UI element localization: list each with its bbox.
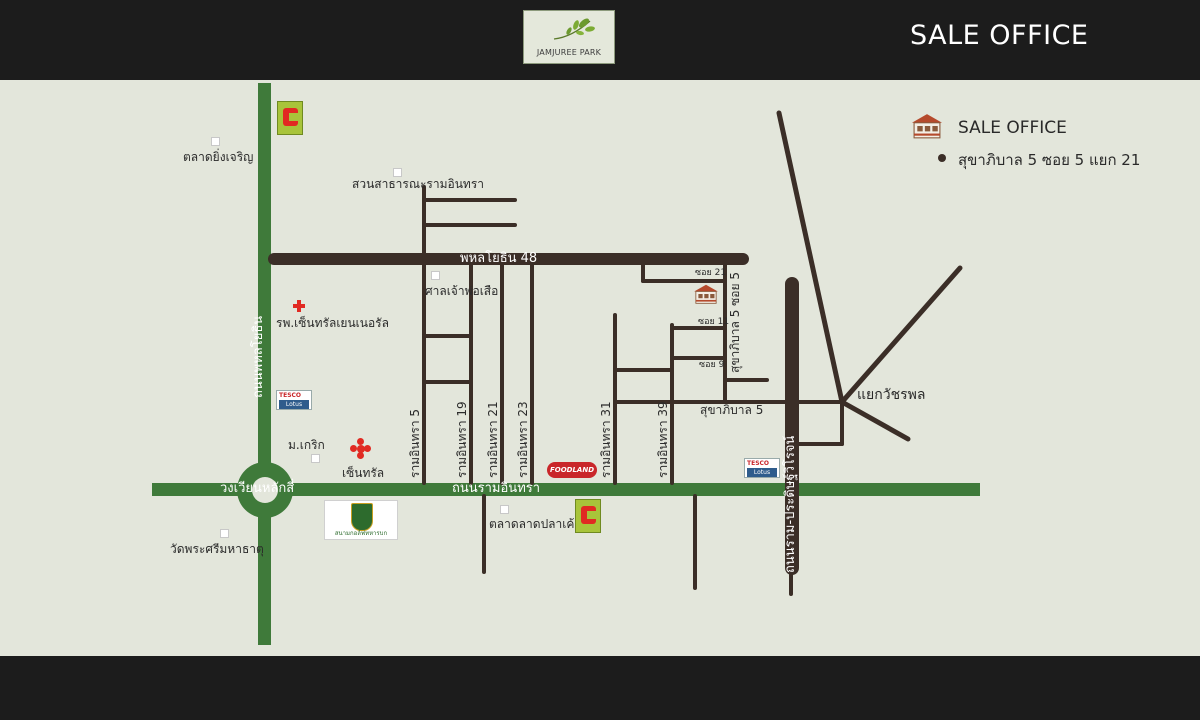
leaf-branch-icon xyxy=(553,18,595,40)
poi-marker[interactable] xyxy=(431,271,440,280)
tesco-lotus-logo[interactable]: TESCO Lotus xyxy=(276,390,312,410)
road-label-sukhaphiban-5: สุขาภิบาล 5 xyxy=(700,403,764,417)
place-central: เซ็นทรัล xyxy=(342,466,385,480)
road-label-soi-23: รามอินทรา 23 xyxy=(516,401,530,478)
road-label-soi-21: รามอินทรา 21 xyxy=(486,401,500,478)
tesco-lotus-logo[interactable]: TESCO Lotus xyxy=(744,458,780,478)
sale-office-legend-icon xyxy=(911,114,943,139)
junction-label-watcharaphon: แยกวัชรพล xyxy=(857,387,926,403)
page-title: SALE OFFICE xyxy=(910,20,1089,51)
road-label-phahon-yothin: ถนนพหลโยธิน xyxy=(251,315,266,398)
road-label-soi-39: รามอินทรา 39 xyxy=(656,401,670,478)
road-southeast xyxy=(839,399,911,442)
poi-marker[interactable] xyxy=(393,168,402,177)
road-label-sukhaphiban-5-soi-5: สุขาภิบาล 5 ซอย 5 xyxy=(728,272,742,373)
place-kasem-bundit: ม.เกริก xyxy=(288,438,325,452)
road-label-soi-19: รามอินทรา 19 xyxy=(455,401,469,478)
big-c-logo-icon[interactable] xyxy=(277,101,303,135)
road-label-ram-inthra: ถนนรามอินทรา xyxy=(452,481,541,496)
road-label-soi-21-small: ซอย 21 xyxy=(695,268,727,278)
bottom-bar xyxy=(0,656,1200,720)
place-sala-chao-pho-suea: ศาลเจ้าพ่อเสือ xyxy=(425,284,499,298)
legend-title: SALE OFFICE xyxy=(958,118,1067,138)
foodland-logo[interactable]: FOODLAND xyxy=(547,462,597,478)
road-label-phahon-yothin-48: พหลโยธิน 48 xyxy=(460,251,538,266)
golf-course-label: สนามกอล์ฟทหารบก xyxy=(334,530,388,537)
hospital-icon[interactable] xyxy=(293,300,305,312)
poi-marker[interactable] xyxy=(500,505,509,514)
place-talat-ying-charoen: ตลาดยิ่งเจริญ xyxy=(183,150,254,164)
road-northeast xyxy=(776,110,845,405)
road-network xyxy=(152,83,980,645)
legend-address: สุขาภิบาล 5 ซอย 5 แยก 21 xyxy=(958,151,1141,169)
road-expressway xyxy=(785,277,799,575)
big-c-logo-icon[interactable] xyxy=(575,499,601,533)
location-map[interactable]: พหลโยธิน 48 ถนนพหลโยธิน วงเวียนหลักสี่ ถ… xyxy=(0,80,1200,656)
road-east-diagonal xyxy=(839,265,963,405)
place-wat-phra-si-mahathat: วัดพระศรีมหาธาตุ xyxy=(170,542,264,556)
jamjuree-park-logo[interactable]: JAMJUREE PARK xyxy=(523,10,615,64)
poi-marker[interactable] xyxy=(211,137,220,146)
road-label-soi-31: รามอินทรา 31 xyxy=(599,401,613,478)
road-label-lak-si: วงเวียนหลักสี่ xyxy=(220,481,295,496)
top-bar: JAMJUREE PARK SALE OFFICE xyxy=(0,0,1200,80)
road-label-soi-9-small: ซอย 9 xyxy=(699,360,725,370)
golf-course-logo[interactable]: สนามกอล์ฟทหารบก xyxy=(324,500,398,540)
place-public-park: สวนสาธารณะรามอินทรา xyxy=(352,177,485,191)
sale-office-marker-icon[interactable] xyxy=(692,283,720,305)
road-label-soi-11-small: ซอย 11 xyxy=(698,317,730,327)
central-logo-icon[interactable] xyxy=(350,438,372,460)
place-talat-lat-pla-khao: ตลาดลาดปลาเค้า xyxy=(489,517,582,531)
poi-marker[interactable] xyxy=(220,529,229,538)
place-hospital: รพ.เซ็นทรัลเยนเนอรัล xyxy=(276,316,389,330)
roundabout-center xyxy=(252,477,278,503)
bullet-icon xyxy=(938,154,946,162)
logo-text: JAMJUREE PARK xyxy=(536,48,602,57)
golf-shield-icon xyxy=(351,503,373,531)
poi-marker[interactable] xyxy=(311,454,320,463)
road-label-soi-5: รามอินทรา 5 xyxy=(408,408,422,478)
road-label-expressway: ถนนราม-ประดิษฐ์วิโรจน์ xyxy=(783,435,798,573)
road-ram-inthra xyxy=(152,483,980,496)
